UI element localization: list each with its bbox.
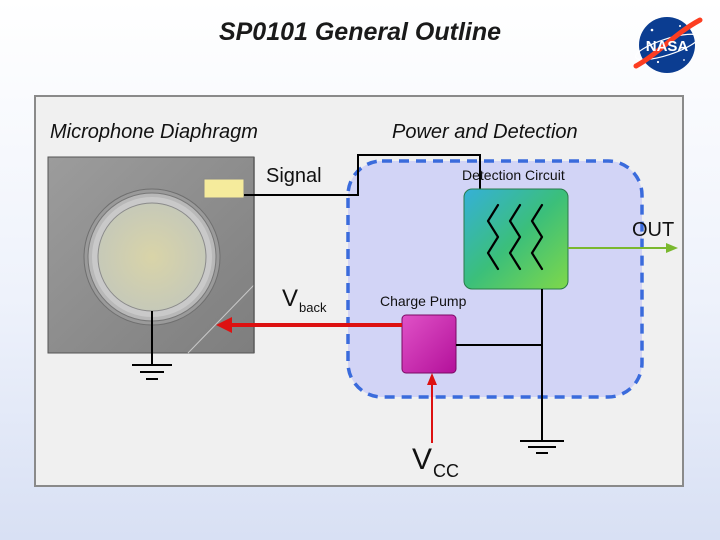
vback-label: Vback	[282, 285, 327, 315]
charge-pump-label: Charge Pump	[380, 293, 467, 309]
diaphragm-membrane	[97, 202, 207, 312]
bond-pad	[203, 178, 245, 199]
ground-symbol-left	[132, 364, 172, 380]
ground-symbol-right	[520, 440, 564, 454]
slide-title: SP0101 General Outline	[218, 18, 502, 46]
signal-label: Signal	[266, 165, 322, 187]
output-label: OUT	[632, 219, 675, 241]
detection-waveform-icon	[486, 203, 544, 271]
power-detection-heading: Power and Detection	[392, 121, 578, 143]
detection-circuit-block	[463, 188, 569, 290]
vback-arrowhead	[216, 317, 232, 333]
output-arrowhead	[666, 243, 678, 253]
vcc-label: VCC	[412, 443, 460, 481]
diagram-canvas	[47, 154, 678, 454]
microphone-diaphragm-heading: Microphone Diaphragm	[50, 121, 258, 143]
nasa-logo-text: NASA	[646, 38, 689, 55]
vcc-arrowhead	[427, 373, 437, 385]
diagram-panel: Microphone Diaphragm Power and Detection…	[34, 95, 684, 487]
nasa-meatball-logo: NASA	[633, 17, 703, 73]
detection-circuit-label: Detection Circuit	[462, 167, 565, 183]
signal-wire	[244, 154, 481, 196]
charge-pump-block	[401, 314, 457, 374]
